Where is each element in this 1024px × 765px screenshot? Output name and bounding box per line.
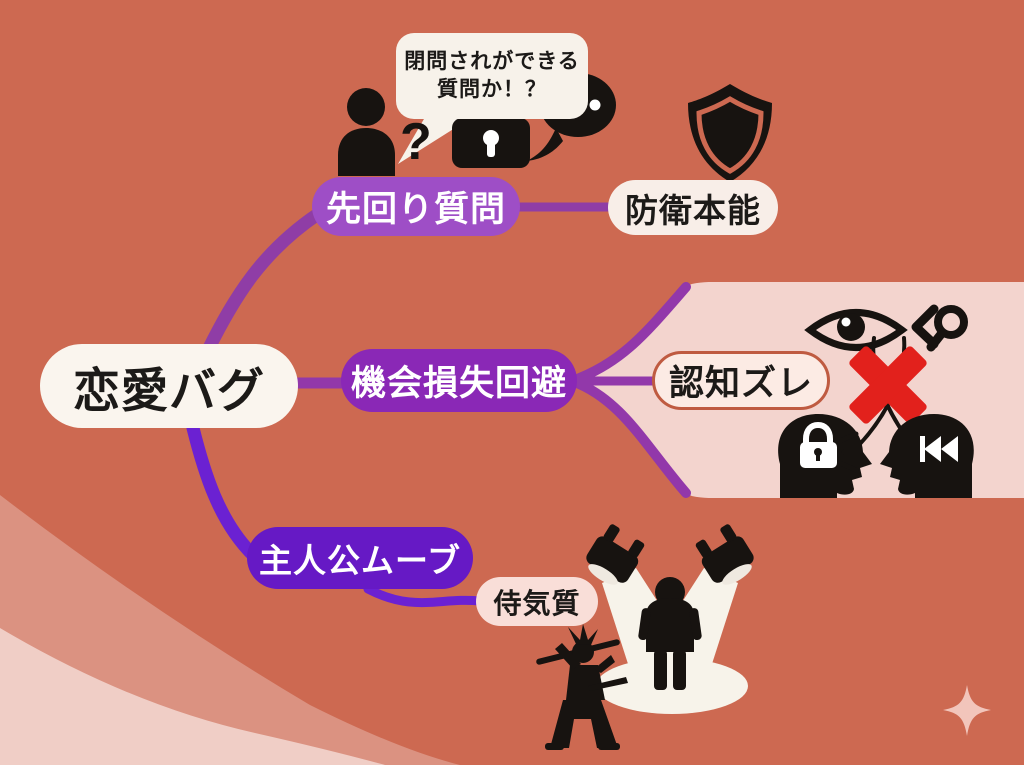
question-mark-glyph: ?	[400, 113, 432, 171]
speech-bubble-line2: 質問か！？	[437, 78, 547, 101]
wave-light-shape	[0, 628, 385, 765]
node-opportunity-loss-avoidance-label: 機会損失回避	[350, 364, 567, 403]
node-samurai-temperament[interactable]: 侍気質	[476, 577, 598, 626]
node-protagonist-move[interactable]: 主人公ムーブ	[247, 527, 473, 589]
shield-icon	[688, 84, 772, 182]
connector-panel-lower-edge	[567, 376, 691, 498]
head-rewind-icon	[880, 414, 974, 498]
speech-bubble-line1: 閉問されができる	[404, 49, 580, 73]
node-opportunity-loss-avoidance[interactable]: 機会損失回避	[341, 349, 577, 412]
node-cognition-gap-label: 認知ズレ	[668, 364, 813, 403]
samurai-icon	[536, 624, 628, 750]
node-root[interactable]: 恋愛バグ	[40, 344, 298, 428]
stage-person	[638, 577, 702, 690]
connector-root-to-protagonist	[186, 421, 261, 563]
node-anticipatory-question-label: 先回り質問	[325, 190, 506, 229]
node-protagonist-move-label: 主人公ムーブ	[258, 542, 462, 579]
head-locked-icon	[778, 414, 872, 498]
node-root-label: 恋愛バグ	[73, 363, 265, 417]
search-switch-icon	[911, 304, 968, 352]
connector-protagonist-to-samurai	[363, 584, 485, 608]
node-defense-instinct[interactable]: 防衛本能	[608, 180, 778, 235]
connector-panel-upper-edge	[567, 282, 691, 386]
sparkle-icon	[943, 685, 991, 736]
spotlight-stage-icon	[586, 524, 754, 714]
node-cognition-gap[interactable]: 認知ズレ	[652, 351, 830, 410]
node-anticipatory-question[interactable]: 先回り質問	[312, 177, 520, 236]
connector-root-to-anticipatory	[201, 207, 325, 357]
eye-icon	[804, 309, 908, 351]
red-x-icon	[849, 346, 927, 424]
question-speech-bubble: 閉問されができる 質問か！？	[396, 33, 588, 119]
node-samurai-temperament-label: 侍気質	[493, 587, 581, 619]
node-defense-instinct-label: 防衛本能	[625, 191, 761, 229]
person-silhouette-icon	[338, 88, 395, 176]
